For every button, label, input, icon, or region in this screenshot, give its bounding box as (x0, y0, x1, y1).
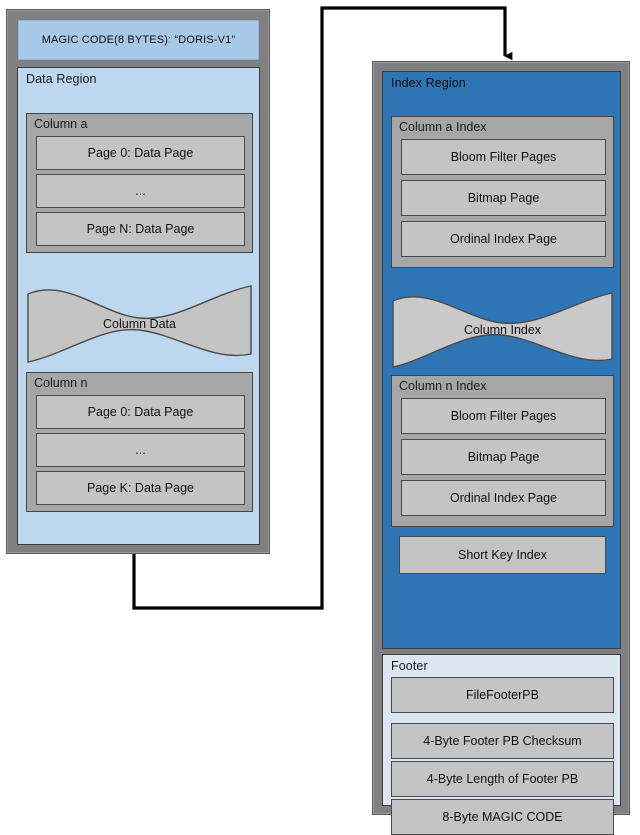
footer-file-footer-pb[interactable]: FileFooterPB (391, 677, 614, 713)
column-a-page-ellipsis[interactable]: ... (36, 174, 245, 208)
magic-code-band: MAGIC CODE(8 BYTES): “DORIS-V1” (18, 20, 259, 60)
column-n-page-k[interactable]: Page K: Data Page (36, 471, 245, 505)
column-n-page-0[interactable]: Page 0: Data Page (36, 395, 245, 429)
column-data-wave: Column Data (26, 284, 253, 366)
column-n-index-group: Column n Index Bloom Filter Pages Bitmap… (391, 375, 614, 527)
column-n-bitmap-page[interactable]: Bitmap Page (401, 439, 606, 475)
column-a-index-group: Column a Index Bloom Filter Pages Bitmap… (391, 116, 614, 268)
data-region: Data Region Column a Page 0: Data Page .… (17, 67, 260, 545)
data-region-title: Data Region (26, 72, 97, 86)
index-region: Index Region Column a Index Bloom Filter… (382, 71, 621, 649)
column-n-page-ellipsis[interactable]: ... (36, 433, 245, 467)
column-n-ordinal-index-page[interactable]: Ordinal Index Page (401, 480, 606, 516)
footer-region: Footer FileFooterPB 4-Byte Footer PB Che… (382, 654, 621, 835)
column-a-page-0[interactable]: Page 0: Data Page (36, 136, 245, 170)
segment-index-file-panel: Index Region Column a Index Bloom Filter… (372, 61, 630, 835)
column-a-page-n[interactable]: Page N: Data Page (36, 212, 245, 246)
column-a-ordinal-index-page[interactable]: Ordinal Index Page (401, 221, 606, 257)
segment-data-file-panel: MAGIC CODE(8 BYTES): “DORIS-V1” Data Reg… (6, 9, 270, 554)
short-key-index[interactable]: Short Key Index (399, 536, 606, 574)
column-a-group: Column a Page 0: Data Page ... Page N: D… (26, 113, 253, 253)
column-n-index-title: Column n Index (399, 379, 487, 393)
column-a-title: Column a (34, 117, 88, 131)
column-n-group: Column n Page 0: Data Page ... Page K: D… (26, 372, 253, 512)
column-n-title: Column n (34, 376, 88, 390)
index-region-title: Index Region (391, 76, 466, 90)
footer-magic-code[interactable]: 8-Byte MAGIC CODE (391, 799, 614, 835)
column-index-wave: Column Index (391, 291, 614, 371)
column-a-bitmap-page[interactable]: Bitmap Page (401, 180, 606, 216)
column-a-index-title: Column a Index (399, 120, 487, 134)
footer-pb-checksum[interactable]: 4-Byte Footer PB Checksum (391, 723, 614, 759)
column-a-bloom-filter-pages[interactable]: Bloom Filter Pages (401, 139, 606, 175)
column-n-bloom-filter-pages[interactable]: Bloom Filter Pages (401, 398, 606, 434)
footer-region-title: Footer (391, 659, 428, 673)
footer-pb-length[interactable]: 4-Byte Length of Footer PB (391, 761, 614, 797)
